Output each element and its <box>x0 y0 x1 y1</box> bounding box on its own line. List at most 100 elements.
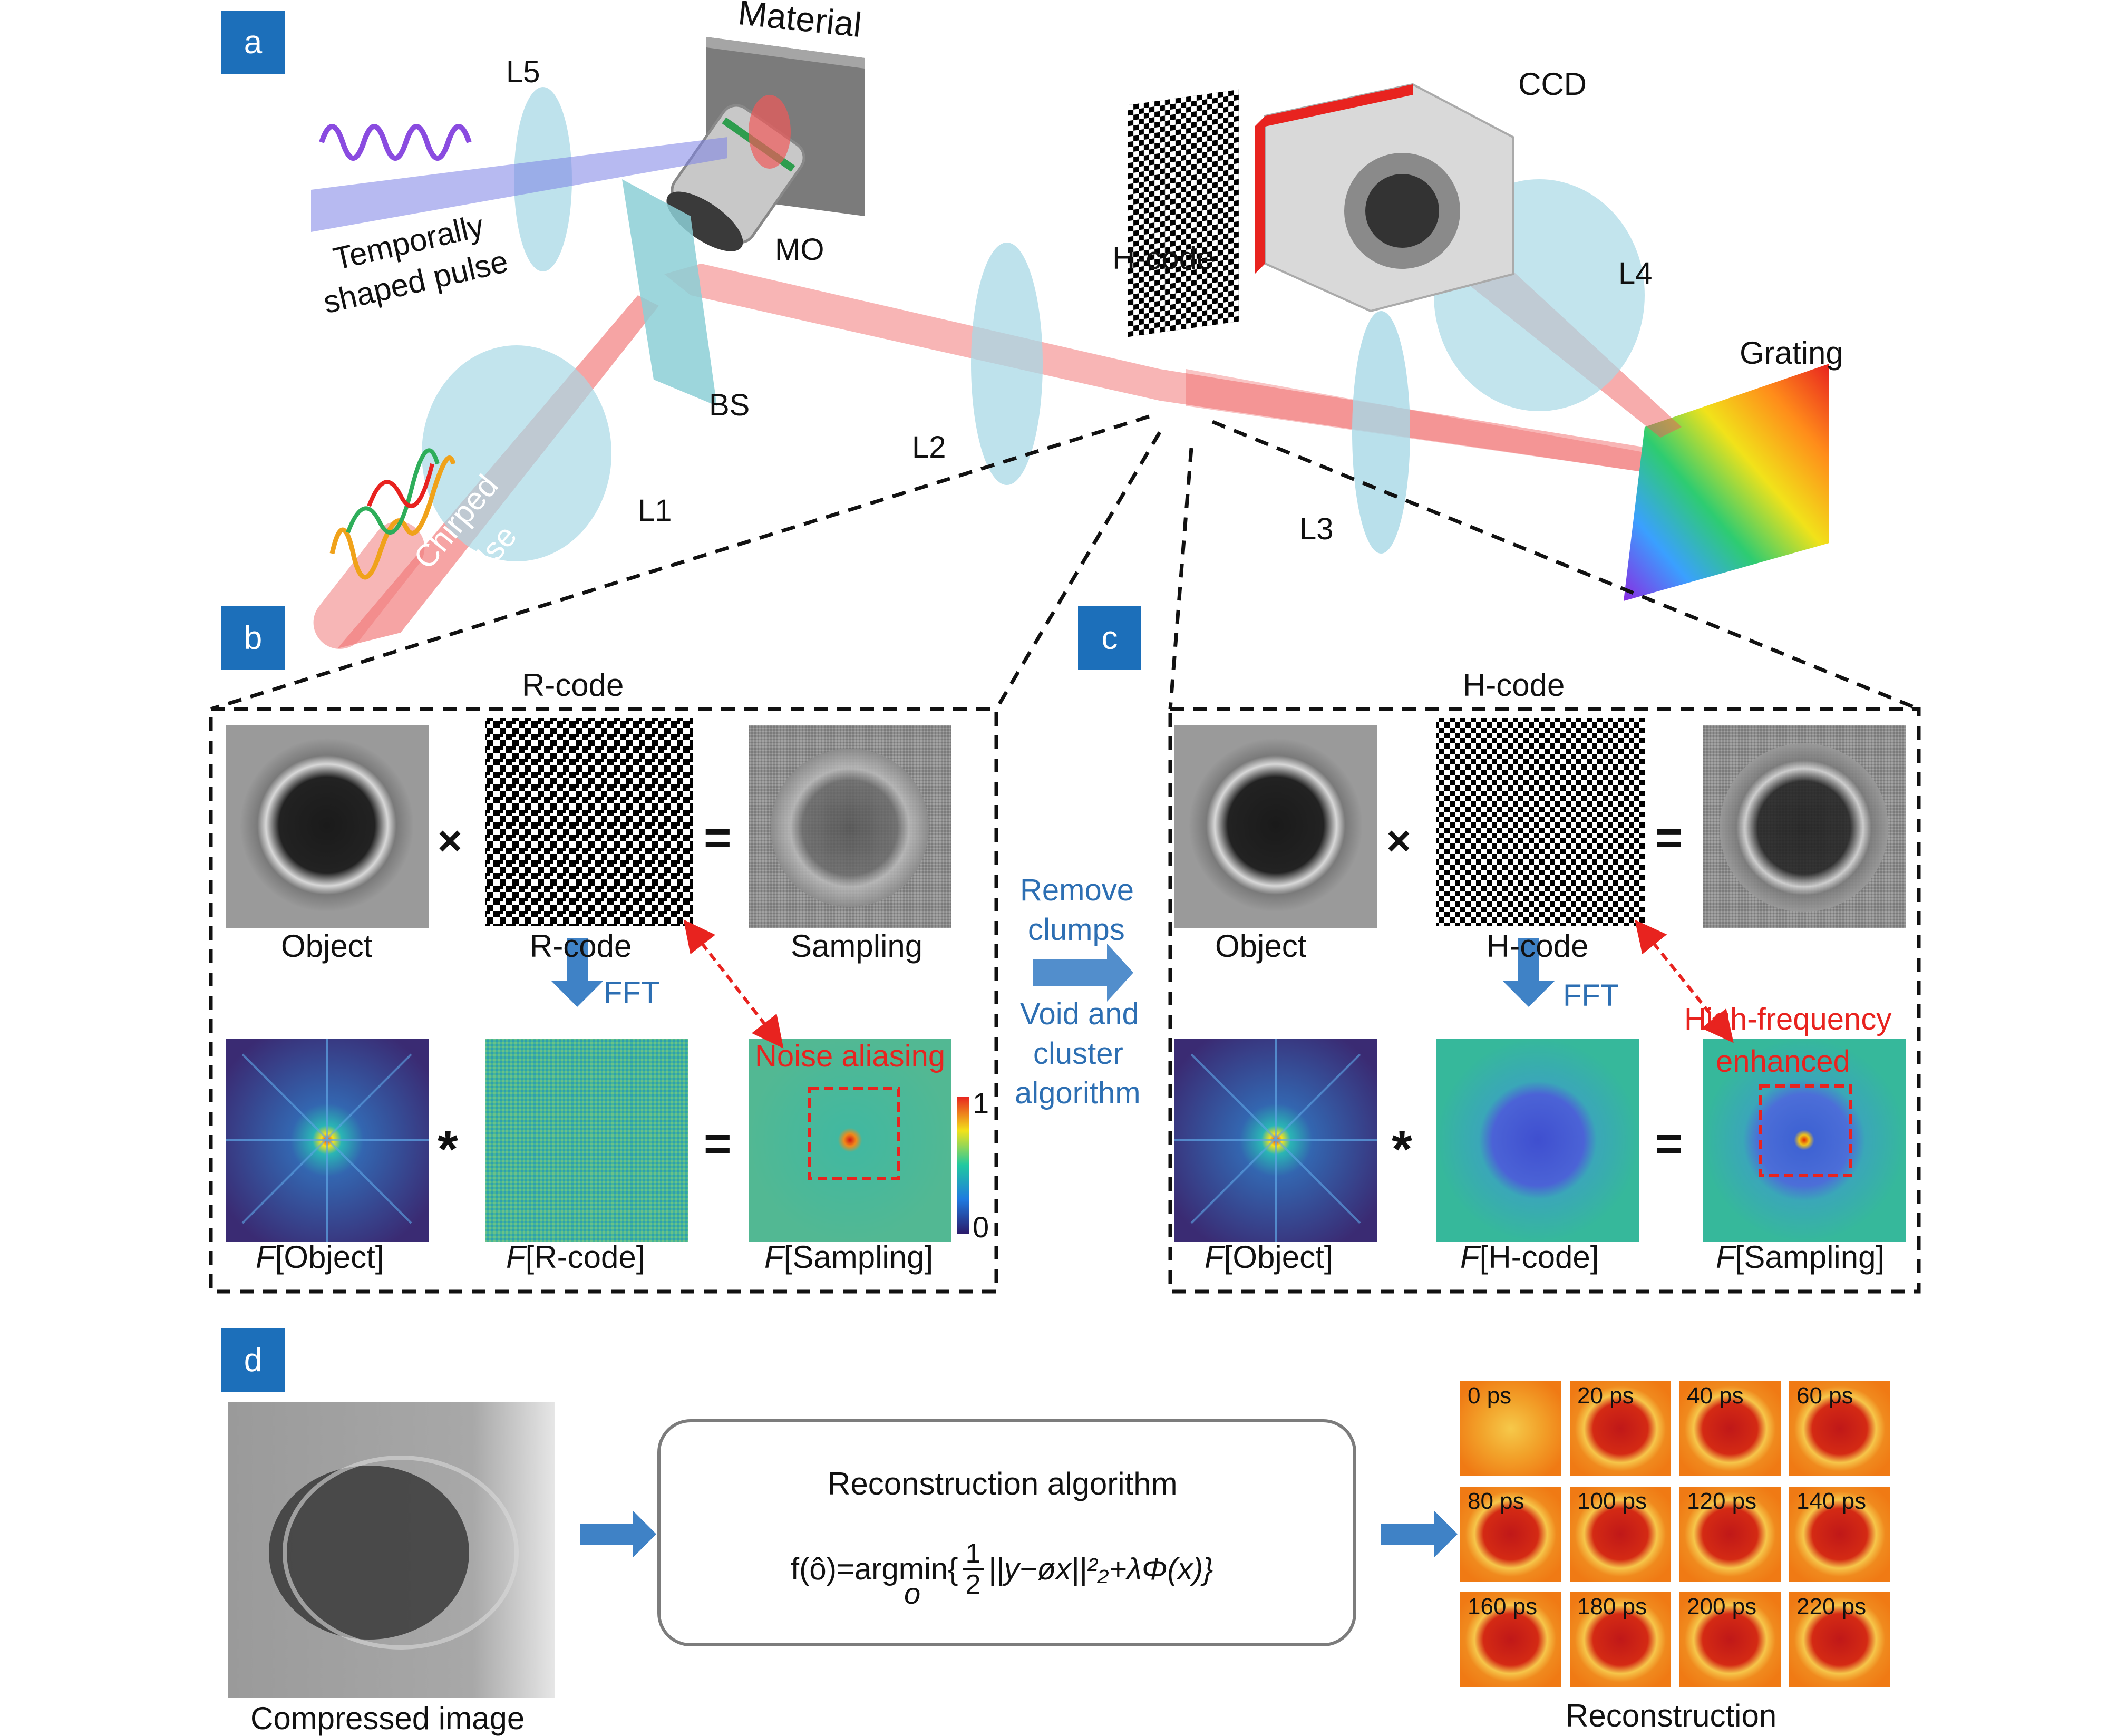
arrow-to-algorithm <box>580 1510 656 1558</box>
c-conv: * <box>1392 1120 1412 1179</box>
zoom-line-b <box>210 414 1150 711</box>
shaped-pulse-wave <box>319 124 472 161</box>
c-equals: = <box>1655 812 1683 865</box>
b-fobject-label: F[Object] <box>256 1239 384 1275</box>
c-hcode-image <box>1436 718 1645 926</box>
shaped-pulse-beam <box>311 137 727 232</box>
d-formula: f(ô)=argmin{ 1 2 ||y−øx||²₂+λΦ(x)} <box>791 1538 1213 1600</box>
b-noise-box <box>808 1087 900 1180</box>
b-colorbar-min: 0 <box>973 1210 989 1244</box>
reconstruction-frame-label: 140 ps <box>1796 1488 1867 1514</box>
c-object-label: Object <box>1215 928 1307 964</box>
reconstruction-frame-label: 60 ps <box>1796 1383 1853 1409</box>
label-bs: BS <box>709 388 750 422</box>
c-hcode-label: H-code <box>1487 928 1589 964</box>
reconstruction-frame-label: 220 ps <box>1796 1594 1867 1619</box>
b-fsampling-label: F[Sampling] <box>764 1239 934 1275</box>
badge-a: a <box>221 11 285 74</box>
reconstruction-frame <box>1570 1381 1671 1476</box>
reconstruction-frame-label: 0 ps <box>1468 1383 1512 1409</box>
label-l4: L4 <box>1618 256 1653 290</box>
d-algo-title: Reconstruction algorithm <box>828 1466 1178 1501</box>
b-equals: = <box>704 812 732 865</box>
panel-b-frame <box>209 707 998 1294</box>
mid-remove: Remove <box>1020 873 1134 907</box>
c-high-box <box>1759 1084 1852 1177</box>
reconstruction-frame <box>1679 1487 1781 1582</box>
b-rcode-image <box>485 718 693 926</box>
reconstruction-frame <box>1679 1381 1781 1476</box>
grating <box>1624 364 1829 601</box>
b-fft-rcode-image <box>485 1039 688 1242</box>
reconstruction-frame <box>1789 1487 1890 1582</box>
reconstruction-frame-label: 40 ps <box>1687 1383 1744 1409</box>
b-fft-arrow <box>551 938 604 1007</box>
c-fft-hcode-image <box>1436 1039 1639 1242</box>
chirped-pulse-wave <box>329 455 456 580</box>
badge-b: b <box>221 606 285 670</box>
beam-to-grating <box>1186 369 1660 474</box>
reconstruction-frame-label: 160 ps <box>1468 1594 1538 1619</box>
d-compressed-label: Compressed image <box>250 1701 525 1736</box>
b-colorbar <box>957 1097 969 1234</box>
d-reconstruction-label: Reconstruction <box>1566 1698 1777 1733</box>
zoom-line-c2 <box>1211 420 1920 711</box>
panel-d <box>228 1381 1890 1698</box>
zoom-line-c <box>1168 448 1193 710</box>
reconstruction-frame <box>1570 1487 1671 1582</box>
b-fft-sampling-image <box>749 1039 951 1242</box>
c-red-arrow <box>1635 919 1734 1043</box>
lens-l3 <box>1352 311 1410 554</box>
reconstruction-frame <box>1789 1592 1890 1687</box>
b-title: R-code <box>522 667 624 703</box>
panel-b-images <box>226 718 969 1242</box>
zoom-line-b2 <box>994 431 1162 710</box>
b-fft-label: FFT <box>604 976 660 1010</box>
mid-algorithm: algorithm <box>1015 1076 1141 1110</box>
b-frcode-label: F[R-code] <box>506 1239 645 1275</box>
mid-clumps: clumps <box>1028 913 1125 947</box>
algorithm-box <box>657 1419 1356 1646</box>
reconstruction-grid <box>1460 1381 1890 1687</box>
b-object-label: Object <box>281 928 373 964</box>
reconstruction-frame <box>1679 1592 1781 1687</box>
b-noise-label: Noise aliasing <box>755 1039 946 1073</box>
label-mo: MO <box>775 232 824 267</box>
b-times: × <box>438 817 462 864</box>
c-fft-label: FFT <box>1563 978 1619 1013</box>
label-l3: L3 <box>1299 512 1334 546</box>
mid-void: Void and <box>1020 997 1139 1031</box>
c-equals-2: = <box>1655 1118 1683 1170</box>
reconstruction-frame-label: 100 ps <box>1577 1488 1647 1514</box>
reconstruction-frame <box>1570 1592 1671 1687</box>
reconstruction-frame <box>1460 1592 1561 1687</box>
main-beam <box>664 264 1660 474</box>
b-colorbar-max: 1 <box>973 1087 989 1120</box>
reconstruction-frame-label: 20 ps <box>1577 1383 1634 1409</box>
c-fobject-label: F[Object] <box>1205 1239 1333 1275</box>
reconstruction-frame-label: 80 ps <box>1468 1488 1524 1514</box>
reconstruction-frame-label: 180 ps <box>1577 1594 1647 1619</box>
d-formula-sub: o <box>904 1577 921 1610</box>
panel-c-images <box>1174 718 1906 1242</box>
c-high2-label: enhanced <box>1716 1044 1850 1079</box>
label-l2: L2 <box>912 430 946 464</box>
reconstruction-frame <box>1460 1381 1561 1476</box>
lens-l1 <box>422 345 611 561</box>
b-conv: * <box>438 1120 458 1179</box>
b-red-arrow <box>683 919 784 1049</box>
label-ccd: CCD <box>1518 66 1587 102</box>
panel-a-setup <box>311 37 1829 649</box>
panel-c-frame <box>1168 707 1921 1294</box>
c-title: H-code <box>1463 667 1565 703</box>
c-fsampling-label: F[Sampling] <box>1716 1239 1885 1275</box>
c-high1-label: High-frequency <box>1684 1002 1892 1036</box>
mid-cluster: cluster <box>1033 1036 1123 1071</box>
lens-l2 <box>971 243 1043 485</box>
reconstruction-frame-label: 200 ps <box>1687 1594 1757 1619</box>
label-grating: Grating <box>1740 335 1843 371</box>
middle-arrow <box>1033 944 1133 1002</box>
b-rcode-label: R-code <box>530 928 632 964</box>
